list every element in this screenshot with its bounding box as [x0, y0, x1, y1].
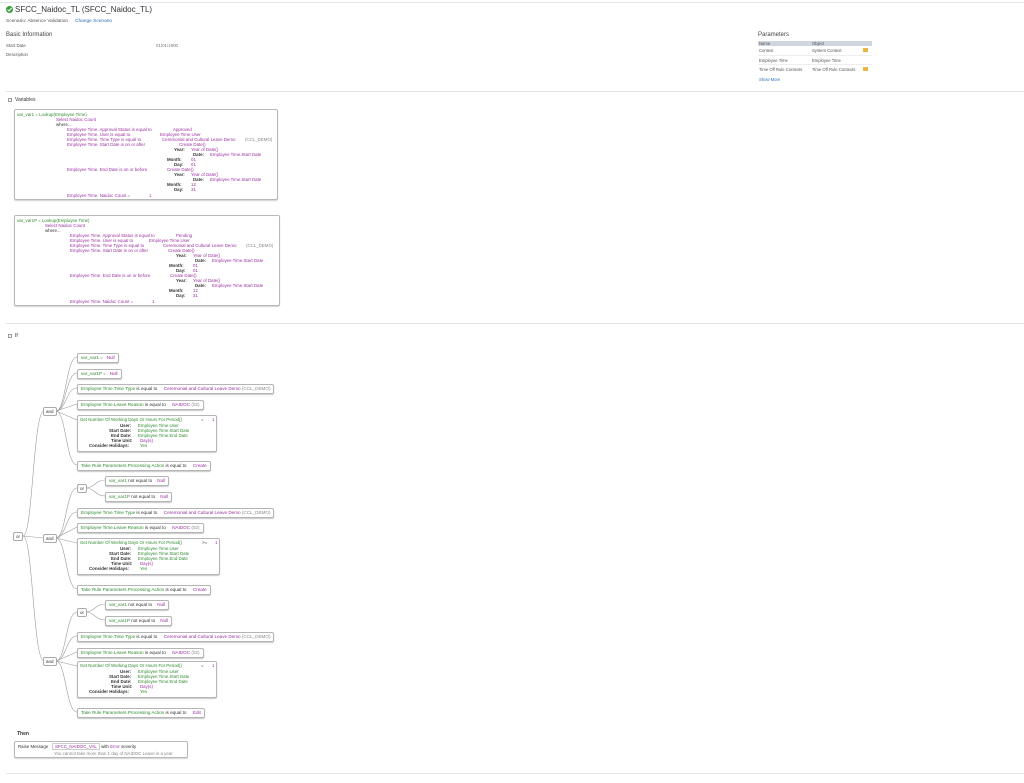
condition-processing-action[interactable]: Take Rule Parameters.Processing Action i…	[77, 708, 205, 718]
or-operator[interactable]: or	[77, 484, 88, 493]
condition-time-type[interactable]: Employee Time.Time Type is equal to Cere…	[77, 384, 275, 394]
condition-working-days[interactable]: Get Number Of Working Days Or Hours For …	[77, 661, 217, 698]
or-operator[interactable]: or	[13, 532, 24, 541]
param-name: Employee Time	[759, 58, 788, 63]
condition-var1-not-null[interactable]: var_var1 not equal to Null	[105, 476, 170, 486]
and-operator[interactable]: and	[43, 534, 57, 543]
condition-time-type[interactable]: Employee Time.Time Type is equal to Cere…	[77, 508, 275, 518]
condition-working-days[interactable]: Get Number Of Working Days Or Hours For …	[77, 538, 220, 575]
start-date-value: 01/01/1900	[156, 43, 178, 48]
and-operator[interactable]: and	[43, 407, 57, 416]
parameters-table-header: Name Object	[758, 41, 872, 46]
then-section-title: Then	[17, 731, 29, 737]
condition-leave-reason[interactable]: Employee Time.Leave Reason is equal to N…	[77, 648, 204, 658]
variable-var1-box[interactable]: var_var1 = Lookup(Employee Time) Select …	[14, 109, 278, 200]
condition-var1-null[interactable]: var_var1 = Null	[77, 353, 119, 363]
object-icon	[863, 67, 868, 71]
condition-var1p-not-null[interactable]: var_var1P not equal to Null	[105, 492, 173, 502]
basic-info-title: Basic Information	[6, 32, 53, 38]
param-object: Time Off Rule Contexts	[812, 67, 856, 72]
object-icon	[863, 48, 868, 52]
variables-section-header[interactable]: Variables	[8, 97, 35, 103]
show-more-link[interactable]: Show More	[759, 77, 781, 82]
condition-working-days[interactable]: Get Number Of Working Days Or Hours For …	[77, 415, 217, 452]
top-bar	[0, 0, 1024, 3]
condition-var1p-null[interactable]: var_var1P = Null	[77, 369, 122, 379]
condition-processing-action[interactable]: Take Rule Parameters.Processing Action i…	[77, 585, 211, 595]
scenario-label: Scenario: Absence Validation	[6, 19, 69, 24]
condition-var1p-not-null[interactable]: var_var1P not equal to Null	[105, 616, 173, 626]
description-label: Description	[6, 52, 28, 57]
collapse-icon[interactable]	[8, 333, 12, 338]
param-object: Employee Time	[812, 58, 841, 63]
condition-leave-reason[interactable]: Employee Time.Leave Reason is equal to N…	[77, 400, 204, 410]
param-object: System Context	[812, 48, 842, 53]
start-date-label: Start Date	[6, 43, 26, 48]
condition-time-type[interactable]: Employee Time.Time Type is equal to Cere…	[77, 632, 275, 642]
if-section-header[interactable]: If	[8, 333, 18, 339]
raise-message-box[interactable]: Raise Message SFCC_NAIDOC_VAL with Error…	[14, 741, 188, 758]
variable-var1p-box[interactable]: var_var1P = Lookup(Employee Time) Select…	[14, 215, 280, 306]
parameters-title: Parameters	[758, 32, 790, 38]
change-scenario-link[interactable]: Change Scenario	[75, 19, 113, 24]
condition-leave-reason[interactable]: Employee Time.Leave Reason is equal to N…	[77, 523, 204, 533]
condition-processing-action[interactable]: Take Rule Parameters.Processing Action i…	[77, 461, 211, 471]
collapse-icon[interactable]	[8, 97, 12, 102]
and-operator[interactable]: and	[43, 657, 57, 666]
param-name: Context	[759, 48, 774, 53]
page-title: SFCC_Naidoc_TL (SFCC_Naidoc_TL)	[15, 5, 153, 14]
param-name: Time Off Rule Contexts	[759, 67, 803, 72]
status-ok-icon	[6, 6, 13, 13]
or-operator[interactable]: or	[77, 608, 88, 617]
condition-var1-not-null[interactable]: var_var1 not equal to Null	[105, 600, 170, 610]
